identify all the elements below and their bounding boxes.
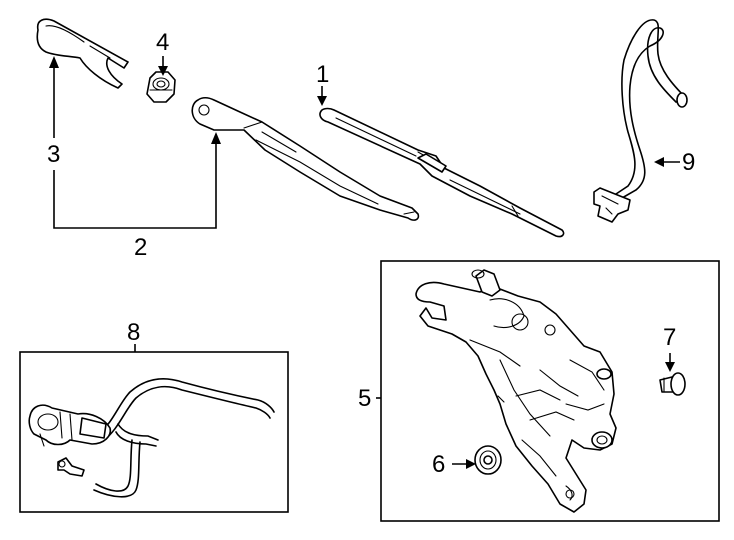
callout-1: 1 <box>316 61 329 88</box>
part-6-grommet <box>474 445 502 475</box>
callout-4: 4 <box>156 29 169 56</box>
part-5-box <box>380 260 720 522</box>
callout-5: 5 <box>358 385 371 412</box>
callout-8: 8 <box>127 319 140 346</box>
callout-9: 9 <box>682 149 695 176</box>
part-9-washer-hose <box>593 19 688 223</box>
callout-2: 2 <box>134 234 147 261</box>
part-8-hose-assembly <box>28 378 275 498</box>
part-5-wiper-motor <box>415 269 617 513</box>
part-7-bolt <box>659 372 686 396</box>
callout-6: 6 <box>432 451 445 478</box>
part-2-wiper-arm <box>191 96 420 221</box>
part-3-arm-cover <box>36 18 129 89</box>
part-4-nut <box>146 71 176 103</box>
callout-3: 3 <box>47 141 60 168</box>
part-8-box <box>19 351 289 513</box>
callout-7: 7 <box>663 324 676 351</box>
leader-lines <box>49 56 680 469</box>
part-1-wiper-blade <box>319 107 565 238</box>
